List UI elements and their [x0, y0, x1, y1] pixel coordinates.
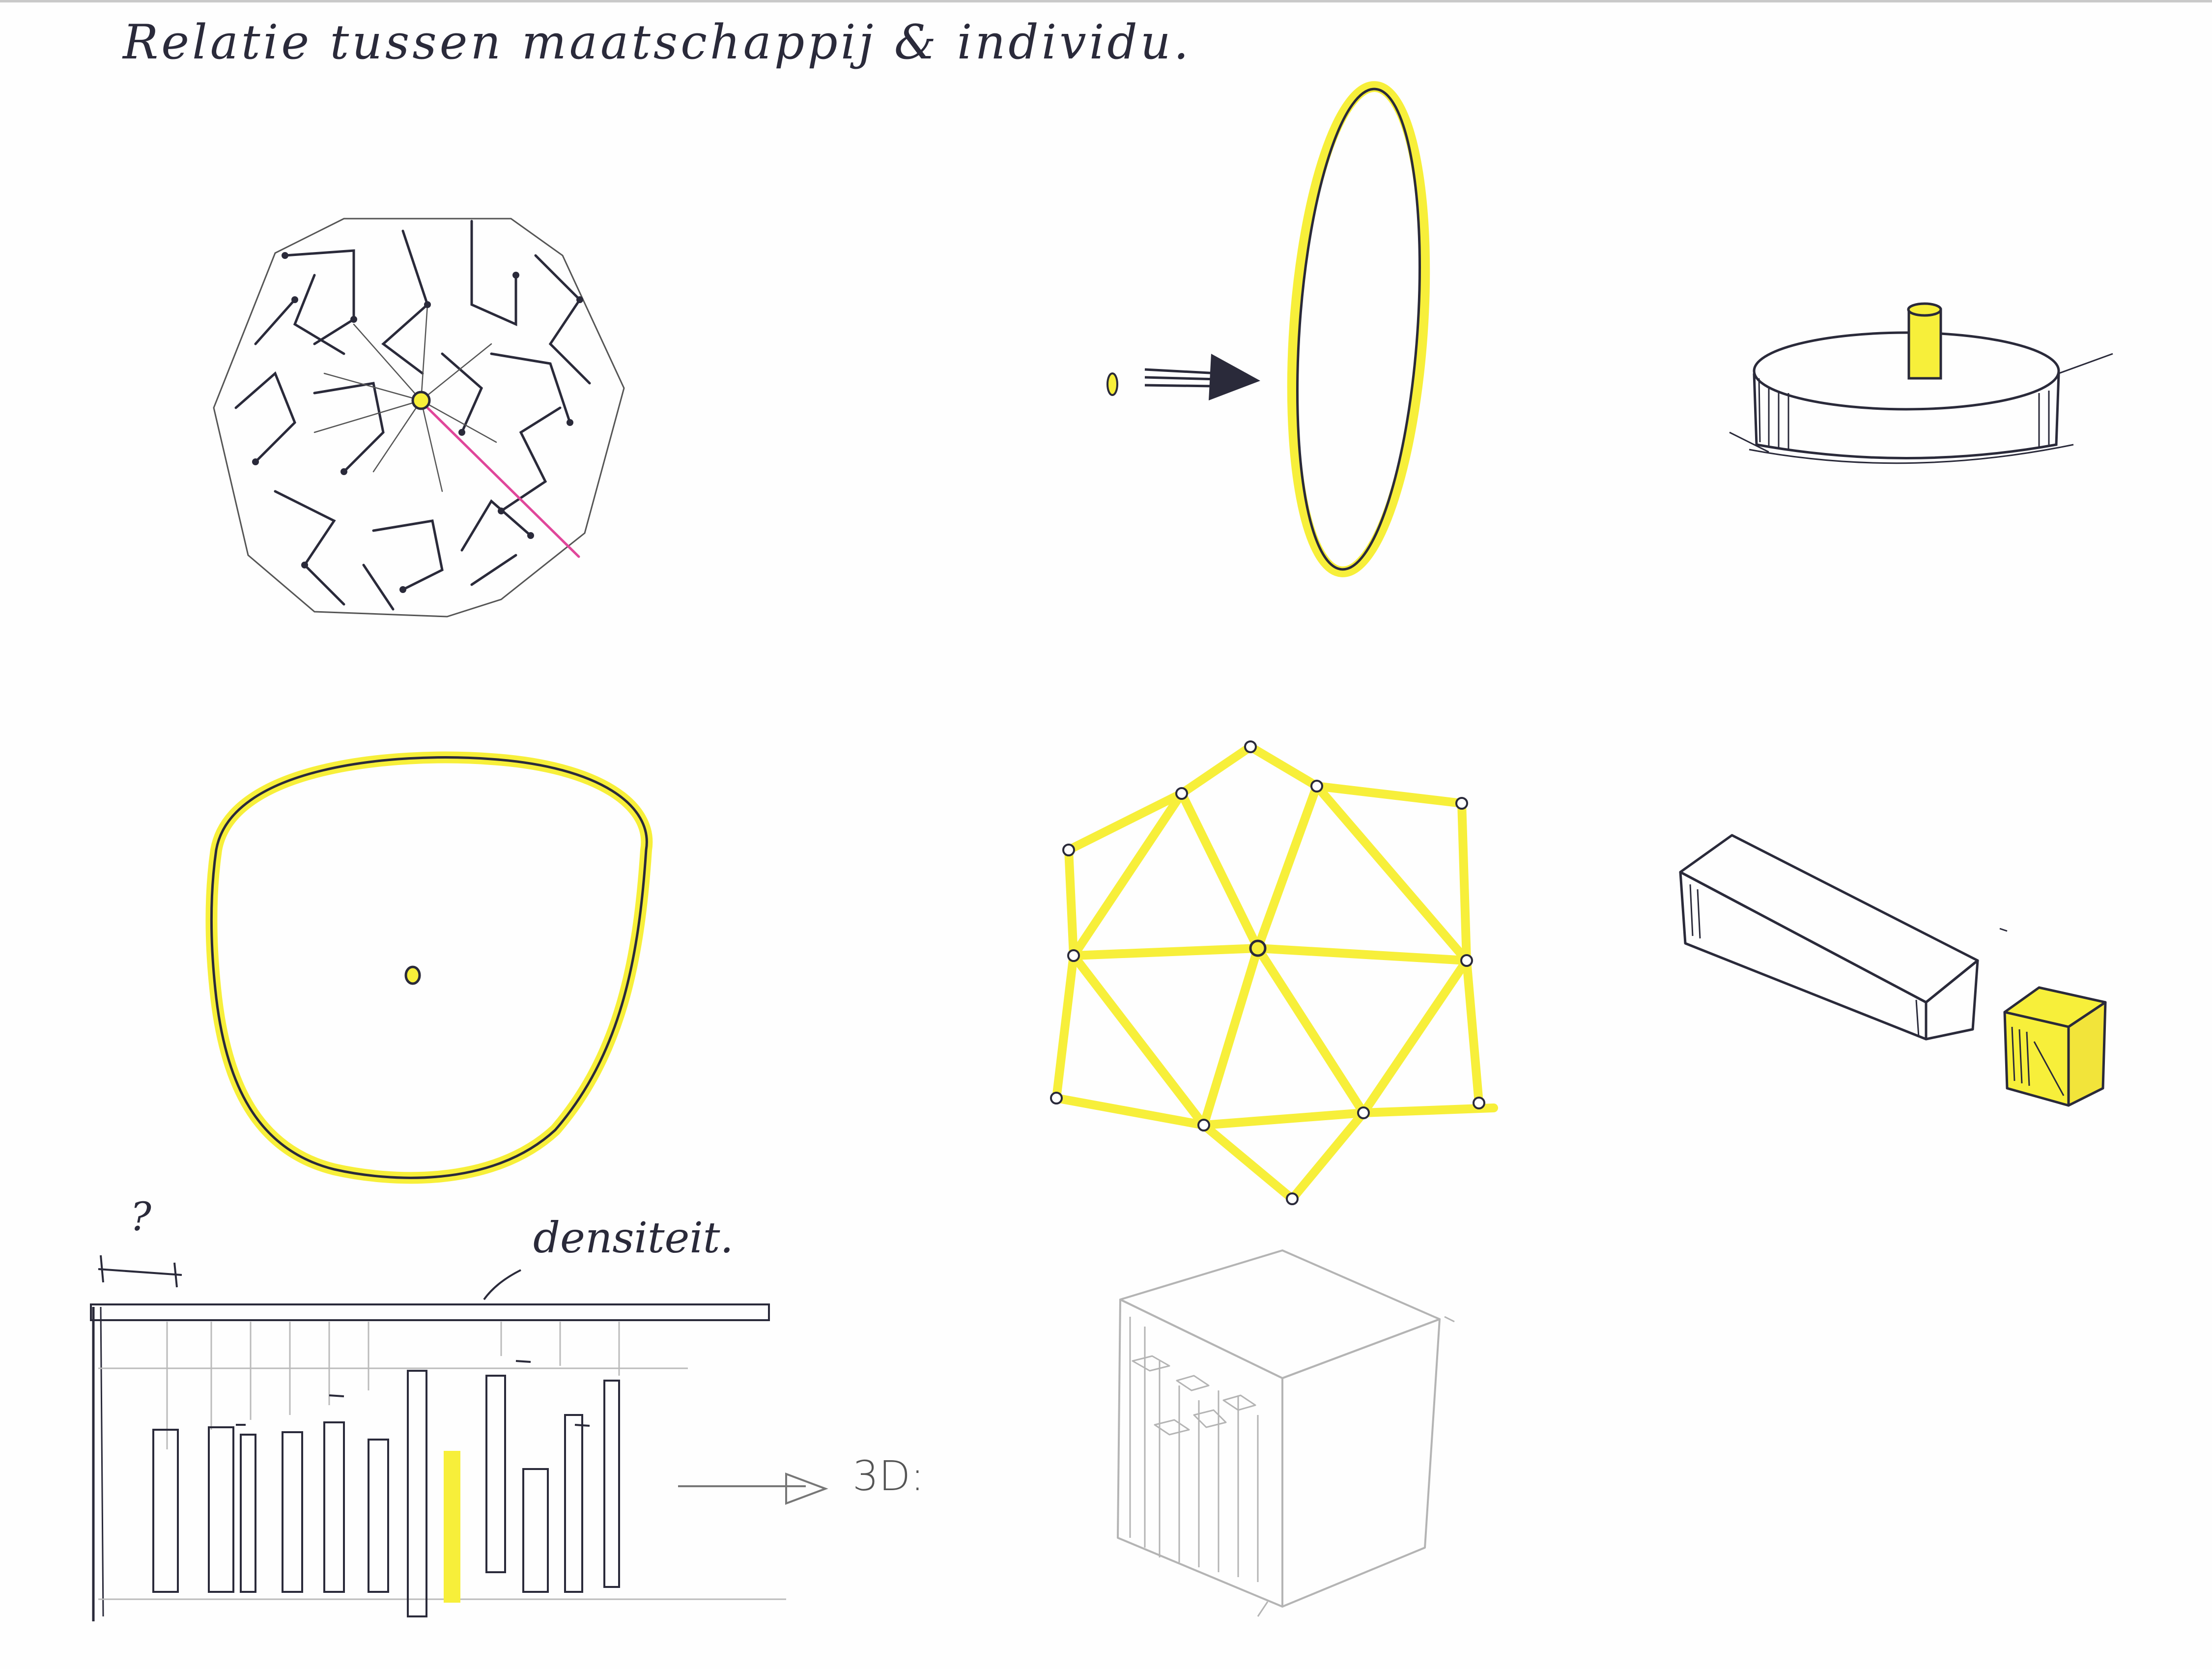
box-and-cube-sketch: [1679, 834, 2107, 1107]
disc-with-cylinder-sketch: [1729, 302, 2113, 464]
triangle-mesh-sketch: [1050, 740, 1498, 1205]
circle-with-center-sketch: [205, 751, 653, 1184]
densiteit-label: densiteit.: [533, 1214, 734, 1263]
three-d-label: 3D:: [852, 1452, 925, 1500]
pencil-3d-cube-sketch: [1117, 1249, 1455, 1617]
scan-edge: [0, 0, 2212, 2]
network-polygon-sketch: [213, 218, 625, 618]
question-mark-label: ?: [130, 1194, 151, 1240]
density-sketch: [90, 1255, 828, 1621]
sheet-title: Relatie tussen maatschappij & individu.: [123, 15, 1192, 70]
dot-to-disc-sketch: [1106, 81, 1430, 577]
